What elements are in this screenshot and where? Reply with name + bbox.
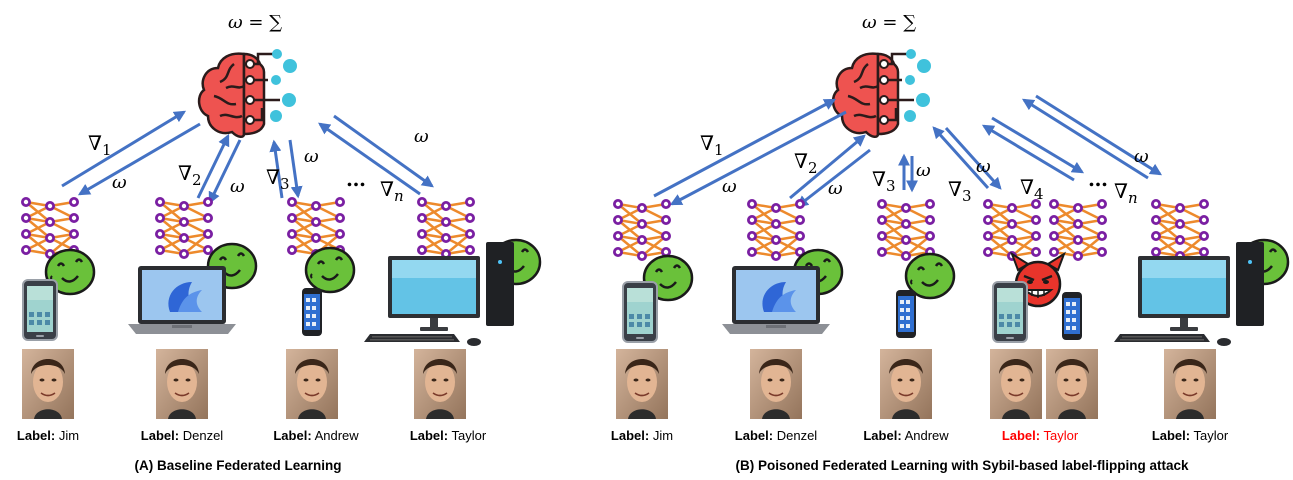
model-arrow-n: [1035, 94, 1163, 176]
model-label-2: ω: [828, 178, 843, 199]
model-label-3: ω: [916, 160, 931, 181]
face-photo: [21, 348, 75, 420]
neural-net-icon: [1151, 198, 1209, 262]
update-arrows: [61, 110, 434, 205]
model-arrow-2: [796, 148, 871, 208]
model-arrow-n: [333, 114, 434, 188]
update-arrows: [653, 94, 1163, 208]
neural-net-icon: [613, 198, 671, 262]
ellipsis: …: [1088, 167, 1108, 191]
gradient-arrow-4: [981, 124, 1075, 182]
neural-net-icon: [154, 196, 214, 260]
brain-icon: [831, 47, 933, 139]
aggregation-formula: ω = ∑: [228, 12, 282, 33]
neural-net-icon: [1049, 198, 1107, 262]
gradient-arrow-n: [318, 122, 421, 196]
gradient-label-n: ∇n: [380, 177, 404, 205]
model-label-1: ω: [722, 176, 737, 197]
model-arrow-1: [669, 110, 847, 206]
client-label: Label: Jim: [611, 428, 673, 443]
phone-icon: [896, 290, 916, 338]
gradient-label-2: ∇2: [794, 149, 818, 177]
gradient-arrow-1: [653, 98, 837, 198]
laptop-icon: [722, 266, 830, 334]
gradient-label-3b: ∇3: [948, 177, 972, 205]
gradient-arrow-2: [789, 134, 866, 200]
client-label: Label: Jim: [17, 428, 79, 443]
arrow-labels: ∇1 ω ∇2 ω ∇3 ω ∇3 ω ∇4 … ∇n ω: [700, 131, 1149, 207]
arrow-labels: ∇1 ω ∇2 ω ∇3 ω … ∇n ω: [88, 126, 429, 205]
gradient-label-1: ∇1: [700, 131, 724, 159]
client-label: Label: Andrew: [273, 428, 359, 443]
model-label-1: ω: [112, 172, 127, 193]
client-label: Label: Denzel: [141, 428, 224, 443]
face-photo: [879, 348, 933, 420]
model-arrow-3b: [944, 126, 1002, 190]
model-arrow-1: [77, 122, 201, 196]
model-arrow-3: [288, 139, 303, 199]
panel-b: ω = ∑ ∇1 ω ∇2 ω ∇3 ω ∇3 ω ∇4 …: [611, 12, 1290, 473]
panel-b-caption: (B) Poisoned Federated Learning with Syb…: [735, 458, 1189, 473]
face-photo: [413, 348, 467, 420]
poisoned-client-label: Label: Taylor: [1002, 428, 1079, 443]
gradient-label-3: ∇3: [872, 167, 896, 195]
model-label-2: ω: [230, 176, 245, 197]
phone-icon: [302, 288, 322, 336]
tablet-icon: [622, 281, 658, 343]
gradient-label-n: ∇n: [1114, 179, 1138, 207]
gradient-arrow-2: [196, 133, 230, 199]
face-photo: [749, 348, 803, 420]
model-label-n: ω: [1134, 146, 1149, 167]
client-label: Label: Andrew: [863, 428, 949, 443]
face-photo: [989, 348, 1043, 420]
neural-net-icon: [747, 198, 805, 262]
desktop-pc-icon: [364, 242, 514, 346]
model-arrow-2: [208, 139, 242, 205]
tablet-icon: [992, 281, 1028, 343]
neural-net-icon: [20, 196, 79, 260]
model-arrow-4: [991, 116, 1085, 174]
panel-a-caption: (A) Baseline Federated Learning: [134, 458, 341, 473]
model-label-3b: ω: [976, 156, 991, 177]
gradient-arrow-3b: [932, 126, 990, 190]
aggregation-formula: ω = ∑: [862, 12, 916, 33]
desktop-pc-icon: [1114, 242, 1264, 346]
client-label: Label: Taylor: [410, 428, 487, 443]
panel-a: ω = ∑ ∇1 ω ∇2 ω ∇3 ω … ∇n ω: [17, 12, 542, 473]
gradient-label-2: ∇2: [178, 161, 202, 189]
gradient-label-4: ∇4: [1020, 175, 1044, 203]
gradient-arrow-n: [1021, 98, 1149, 180]
face-photo: [1163, 348, 1217, 420]
client-label: Label: Taylor: [1152, 428, 1229, 443]
smiley-face-icon: [304, 246, 356, 294]
gradient-arrow-1: [61, 110, 187, 188]
neural-net-icon: [877, 198, 935, 262]
face-photo: [285, 348, 339, 420]
face-photo: [615, 348, 669, 420]
client-label: Label: Denzel: [735, 428, 818, 443]
neural-net-icon: [983, 198, 1041, 262]
tablet-icon: [22, 279, 58, 341]
gradient-label-1: ∇1: [88, 131, 112, 159]
brain-icon: [197, 47, 299, 139]
neural-net-icon: [416, 196, 476, 260]
ellipsis: …: [346, 167, 366, 191]
laptop-icon: [128, 266, 236, 334]
phone-icon: [1062, 292, 1082, 340]
gradient-label-3: ∇3: [266, 165, 290, 193]
model-label-3: ω: [304, 146, 319, 167]
face-photo: [1045, 348, 1099, 420]
model-label-n: ω: [414, 126, 429, 147]
face-photo: [155, 348, 209, 420]
gradient-arrow-3: [269, 139, 284, 199]
